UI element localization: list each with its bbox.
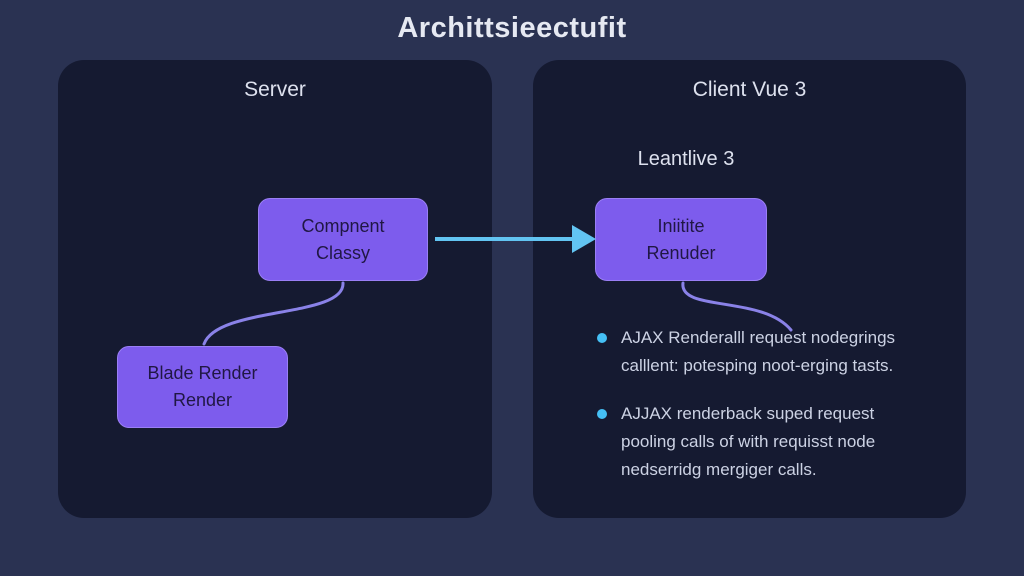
server-panel: Server Compnent Classy Blade Render Rend… [58, 60, 492, 518]
component-class-label: Compnent Classy [301, 215, 385, 263]
bullet-text: AJAX Renderalll request nodegrings calll… [621, 328, 896, 375]
bullet-dot-icon [597, 333, 607, 343]
bullet-text: AJJAX renderback suped request pooling c… [621, 404, 876, 479]
initial-render-label: Iniitite Renuder [646, 215, 716, 263]
component-class-node: Compnent Classy [258, 198, 428, 281]
page-title: Archittsieectufit [397, 12, 627, 44]
client-subheader: Leantlive 3 [637, 148, 735, 170]
bullet-dot-icon [597, 409, 607, 419]
blade-render-node: Blade Render Render [117, 346, 288, 428]
bullet-item-ajax-pooling: AJJAX renderback suped request pooling c… [597, 400, 927, 484]
client-panel: Client Vue 3 Leantlive 3 Iniitite Renude… [533, 60, 966, 518]
client-panel-title: Client Vue 3 [692, 78, 807, 101]
initial-render-node: Iniitite Renuder [595, 198, 767, 281]
server-panel-title: Server [244, 78, 306, 101]
blade-render-label: Blade Render Render [147, 363, 258, 410]
bullet-item-ajax-request: AJAX Renderalll request nodegrings calll… [597, 324, 927, 380]
